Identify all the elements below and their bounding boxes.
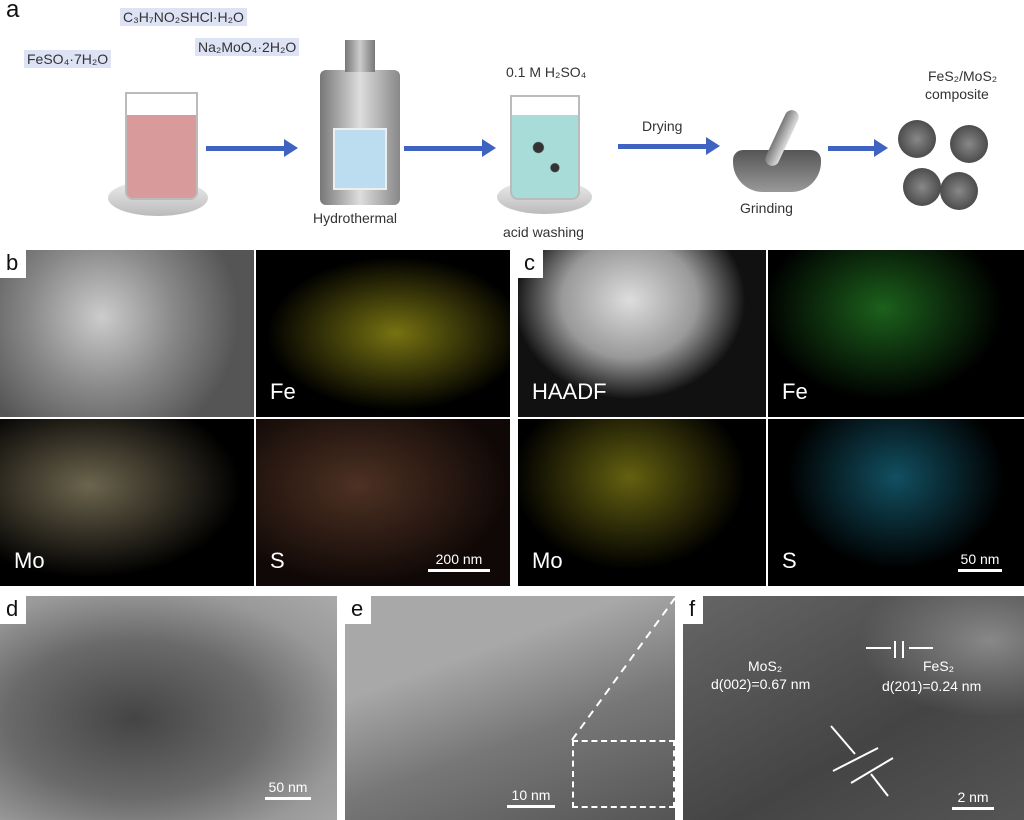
fes2-spacing-label: d(201)=0.24 nm: [882, 678, 982, 694]
scale-bar-c: 50 nm: [958, 551, 1002, 572]
mos2-label: MoS₂: [748, 658, 783, 674]
scale-bar-d: 50 nm: [265, 779, 311, 800]
mo-map-label: Mo: [14, 548, 45, 573]
s-map-label: S: [782, 548, 797, 573]
panel-letter-c: c: [518, 250, 543, 278]
scale-bar-label: 2 nm: [957, 789, 989, 805]
fe-map-tile: Fe: [256, 250, 510, 417]
zoom-guide-lines: [571, 597, 675, 741]
step-drying-label: Drying: [642, 118, 683, 134]
step-hydrothermal-label: Hydrothermal: [313, 210, 398, 226]
composite-sphere: [940, 172, 978, 210]
fe-map-label: Fe: [782, 379, 808, 404]
s-map-tile: S 50 nm: [768, 419, 1024, 586]
scale-bar-label: 50 nm: [960, 551, 1000, 567]
beaker-acid-wash: [510, 95, 580, 200]
panel-letter-d: d: [0, 596, 27, 624]
panel-e-hrtem-image: e 10 nm: [345, 596, 675, 820]
composite-sphere: [903, 168, 941, 206]
sem-image: [0, 250, 254, 417]
reagent-cysteine-label: C₃H₇NO₂SHCl·H₂O: [120, 8, 247, 26]
fes2-label: FeS₂: [923, 658, 955, 674]
scale-bar-e: 10 nm: [507, 787, 555, 808]
product-label-line1: FeS₂/MoS₂: [928, 68, 998, 84]
zoom-region-box: [572, 740, 675, 808]
flow-arrow-4: [828, 139, 888, 157]
panel-b-eds-mapping: b Fe Mo S 200 nm: [0, 250, 510, 586]
composite-sphere: [898, 120, 936, 158]
haadf-label: HAADF: [532, 379, 607, 404]
mo-map-label: Mo: [532, 548, 563, 573]
panel-letter-a: a: [6, 0, 20, 23]
fe-map-tile: Fe: [768, 250, 1024, 417]
scale-bar-label: 10 nm: [511, 787, 551, 803]
reagent-na2moo4-label: Na₂MoO₄·2H₂O: [195, 38, 300, 56]
panel-letter-f: f: [683, 596, 704, 624]
flow-arrow-2: [404, 139, 496, 157]
scale-bar-label: 200 nm: [435, 551, 483, 567]
haadf-image: HAADF: [518, 250, 766, 417]
panel-d-tem-image: d 50 nm: [0, 596, 337, 820]
s-map-label: S: [270, 548, 285, 573]
mo-map-tile: Mo: [0, 419, 254, 586]
autoclave-liner: [333, 128, 387, 190]
mo-map-tile: Mo: [518, 419, 766, 586]
composite-sphere: [950, 125, 988, 163]
step-grinding-label: Grinding: [740, 200, 793, 216]
beaker-precursor: [125, 92, 198, 200]
acid-concentration-label: 0.1 M H₂SO₄: [506, 64, 587, 80]
autoclave-cap: [345, 40, 375, 72]
panel-letter-b: b: [0, 250, 27, 278]
s-map-tile: S 200 nm: [256, 419, 510, 586]
panel-a-schematic: a FeSO₄·7H₂O C₃H₇NO₂SHCl·H₂O Na₂MoO₄·2H₂…: [0, 0, 1024, 245]
scale-bar-b: 200 nm: [428, 551, 490, 572]
scale-bar-f: 2 nm: [952, 789, 994, 810]
product-label-line2: composite: [925, 86, 989, 102]
panel-c-stem-mapping: c HAADF Fe Mo S 50 nm: [518, 250, 1024, 586]
lattice-annotation-arrows: [830, 641, 933, 797]
step-acid-washing-label: acid washing: [503, 224, 584, 240]
mos2-spacing-label: d(002)=0.67 nm: [711, 676, 811, 692]
fe-map-label: Fe: [270, 379, 296, 404]
scale-bar-label: 50 nm: [268, 779, 308, 795]
flow-arrow-1: [206, 139, 298, 157]
panel-letter-e: e: [345, 596, 372, 624]
flow-arrow-3: [618, 137, 720, 155]
panel-f-lattice-image: f MoS₂ d(002)=0.67 nm FeS₂ d(201)=0.24 n…: [683, 596, 1024, 820]
reagent-feso4-label: FeSO₄·7H₂O: [24, 50, 112, 68]
